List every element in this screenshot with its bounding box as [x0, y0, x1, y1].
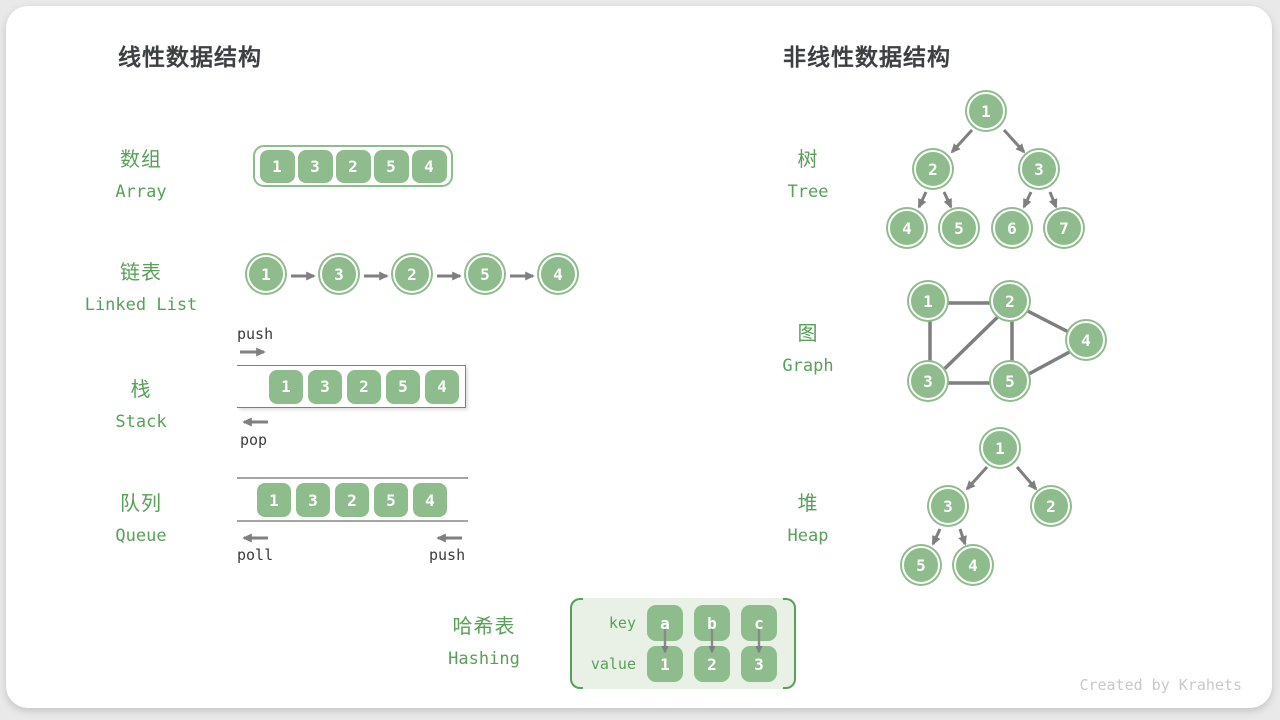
heap-label: 堆 Heap: [723, 487, 893, 546]
graph-node: 1: [909, 282, 947, 320]
stack-label: 栈 Stack: [56, 373, 226, 432]
graph-node: 4: [1067, 321, 1105, 359]
queue-label-en: Queue: [115, 526, 167, 546]
list-node: 5: [466, 255, 504, 293]
array-cell: 5: [373, 149, 409, 183]
stack-container: 1 3 2 5 4: [237, 365, 466, 408]
hashing-left-bracket: [570, 598, 583, 689]
stack-cell: 3: [308, 369, 342, 404]
stack-cell: 1: [269, 369, 303, 404]
hash-value-cell: 3: [741, 646, 777, 682]
queue-container: 1 3 2 5 4: [257, 483, 447, 517]
array-cell: 3: [297, 149, 333, 183]
linked-list-label: 链表 Linked List: [56, 256, 226, 315]
linked-list-label-en: Linked List: [84, 295, 198, 315]
queue-cell: 4: [413, 483, 447, 517]
graph-node: 5: [991, 362, 1029, 400]
tree-node: 1: [967, 92, 1005, 130]
heap-label-zh: 堆: [797, 493, 819, 515]
tree-node: 7: [1045, 209, 1083, 247]
array-label-en: Array: [115, 182, 167, 202]
queue-push-label: push: [429, 546, 466, 564]
tree-node: 5: [940, 209, 978, 247]
stack-pop-label: pop: [240, 431, 268, 449]
heap-node: 1: [981, 429, 1019, 467]
tree-label: 树 Tree: [723, 143, 893, 202]
queue-cell: 2: [335, 483, 369, 517]
hash-value-cell: 1: [647, 646, 683, 682]
stack-cell: 5: [386, 369, 420, 404]
queue-cell: 1: [257, 483, 291, 517]
list-node: 3: [320, 255, 358, 293]
graph-label: 图 Graph: [723, 317, 893, 376]
stack-cell: 4: [425, 369, 459, 404]
hashing-value-label: value: [590, 655, 636, 673]
stack-push-label: push: [237, 325, 274, 343]
array-container: 1 3 2 5 4: [253, 145, 453, 187]
hashing-right-bracket: [783, 598, 796, 689]
hash-value-cell: 2: [694, 646, 730, 682]
queue-label-zh: 队列: [120, 493, 162, 515]
nonlinear-structures-title: 非线性数据结构: [783, 44, 951, 70]
graph-node: 3: [909, 362, 947, 400]
heap-node: 3: [929, 487, 967, 525]
tree-label-zh: 树: [797, 149, 819, 171]
array-cell: 4: [411, 149, 447, 183]
array-cell: 1: [259, 149, 295, 183]
array-cell: 2: [335, 149, 371, 183]
stack-label-en: Stack: [115, 412, 167, 432]
hash-key-cell: c: [741, 605, 777, 641]
stack-cell: 2: [347, 369, 381, 404]
credit-text: Created by Krahets: [1079, 676, 1242, 694]
linear-structures-title: 线性数据结构: [118, 44, 262, 70]
hashing-label-en: Hashing: [448, 649, 520, 669]
queue-poll-label: poll: [237, 546, 274, 564]
array-label: 数组 Array: [56, 143, 226, 202]
hashing-key-label: key: [608, 614, 636, 632]
tree-node: 4: [888, 209, 926, 247]
heap-node: 2: [1032, 487, 1070, 525]
graph-label-zh: 图: [797, 323, 819, 345]
tree-label-en: Tree: [787, 182, 829, 202]
tree-node: 6: [993, 209, 1031, 247]
heap-label-en: Heap: [787, 526, 829, 546]
hashing-label-zh: 哈希表: [452, 616, 516, 638]
linked-list-label-zh: 链表: [120, 262, 162, 284]
tree-node: 2: [914, 150, 952, 188]
queue-label: 队列 Queue: [56, 487, 226, 546]
graph-node: 2: [991, 282, 1029, 320]
hashing-label: 哈希表 Hashing: [399, 610, 569, 669]
heap-node: 5: [902, 546, 940, 584]
array-label-zh: 数组: [120, 149, 162, 171]
stack-label-zh: 栈: [130, 379, 152, 401]
hash-key-cell: a: [647, 605, 683, 641]
queue-cell: 5: [374, 483, 408, 517]
heap-node: 4: [954, 546, 992, 584]
hash-key-cell: b: [694, 605, 730, 641]
list-node: 1: [247, 255, 285, 293]
graph-label-en: Graph: [782, 356, 834, 376]
tree-node: 3: [1020, 150, 1058, 188]
list-node: 4: [539, 255, 577, 293]
list-node: 2: [393, 255, 431, 293]
queue-cell: 3: [296, 483, 330, 517]
